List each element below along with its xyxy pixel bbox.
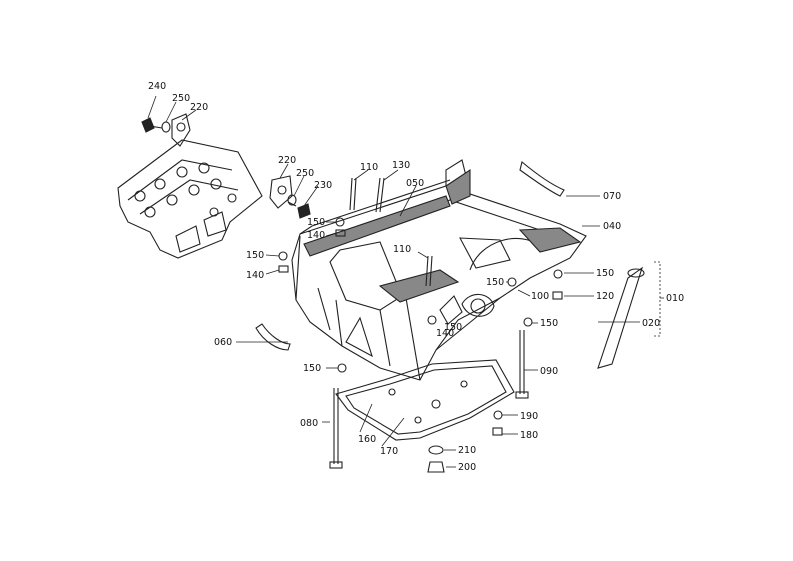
label-170: 170 xyxy=(380,446,398,457)
label-250-lower: 250 xyxy=(296,168,314,179)
dipstick-tube xyxy=(597,266,645,369)
label-050: 050 xyxy=(406,178,424,189)
label-220-lower: 220 xyxy=(278,155,296,166)
oil-pan xyxy=(335,359,515,441)
crankcase-body xyxy=(291,159,587,381)
label-180: 180 xyxy=(520,430,538,441)
label-080: 080 xyxy=(300,418,318,429)
label-150-d: 150 xyxy=(596,268,614,279)
cylinder-head-part xyxy=(117,139,263,259)
label-150-a: 150 xyxy=(307,217,325,228)
label-010: 010 xyxy=(666,293,684,304)
label-220-upper: 220 xyxy=(190,102,208,113)
label-150-b: 150 xyxy=(246,250,264,261)
label-230: 230 xyxy=(314,180,332,191)
label-210: 210 xyxy=(458,445,476,456)
label-190: 190 xyxy=(520,411,538,422)
lifting-bracket-set-lower xyxy=(269,175,311,219)
label-060: 060 xyxy=(214,337,232,348)
label-150-g: 150 xyxy=(303,363,321,374)
label-100: 100 xyxy=(531,291,549,302)
label-140-c: 140 xyxy=(436,328,454,339)
label-160: 160 xyxy=(358,434,376,445)
lifting-bracket-set-upper xyxy=(141,113,191,147)
label-150-f: 150 xyxy=(444,322,462,333)
label-150-e: 150 xyxy=(540,318,558,329)
label-130: 130 xyxy=(392,160,410,171)
label-120: 120 xyxy=(596,291,614,302)
label-250-upper: 250 xyxy=(172,93,190,104)
label-040: 040 xyxy=(603,221,621,232)
label-020: 020 xyxy=(642,318,660,329)
label-200: 200 xyxy=(458,462,476,473)
label-140-a: 140 xyxy=(307,230,325,241)
studs-and-bolts xyxy=(278,177,563,473)
leader-lines xyxy=(147,95,664,468)
label-150-c: 150 xyxy=(486,277,504,288)
label-110-upper: 110 xyxy=(360,162,378,173)
part-number-labels: 240 250 220 220 250 230 110 130 050 070 … xyxy=(148,81,684,473)
label-110-lower: 110 xyxy=(393,244,411,255)
label-140-b: 140 xyxy=(246,270,264,281)
label-070: 070 xyxy=(603,191,621,202)
oil-seal-halves xyxy=(255,161,565,351)
label-240: 240 xyxy=(148,81,166,92)
label-090: 090 xyxy=(540,366,558,377)
